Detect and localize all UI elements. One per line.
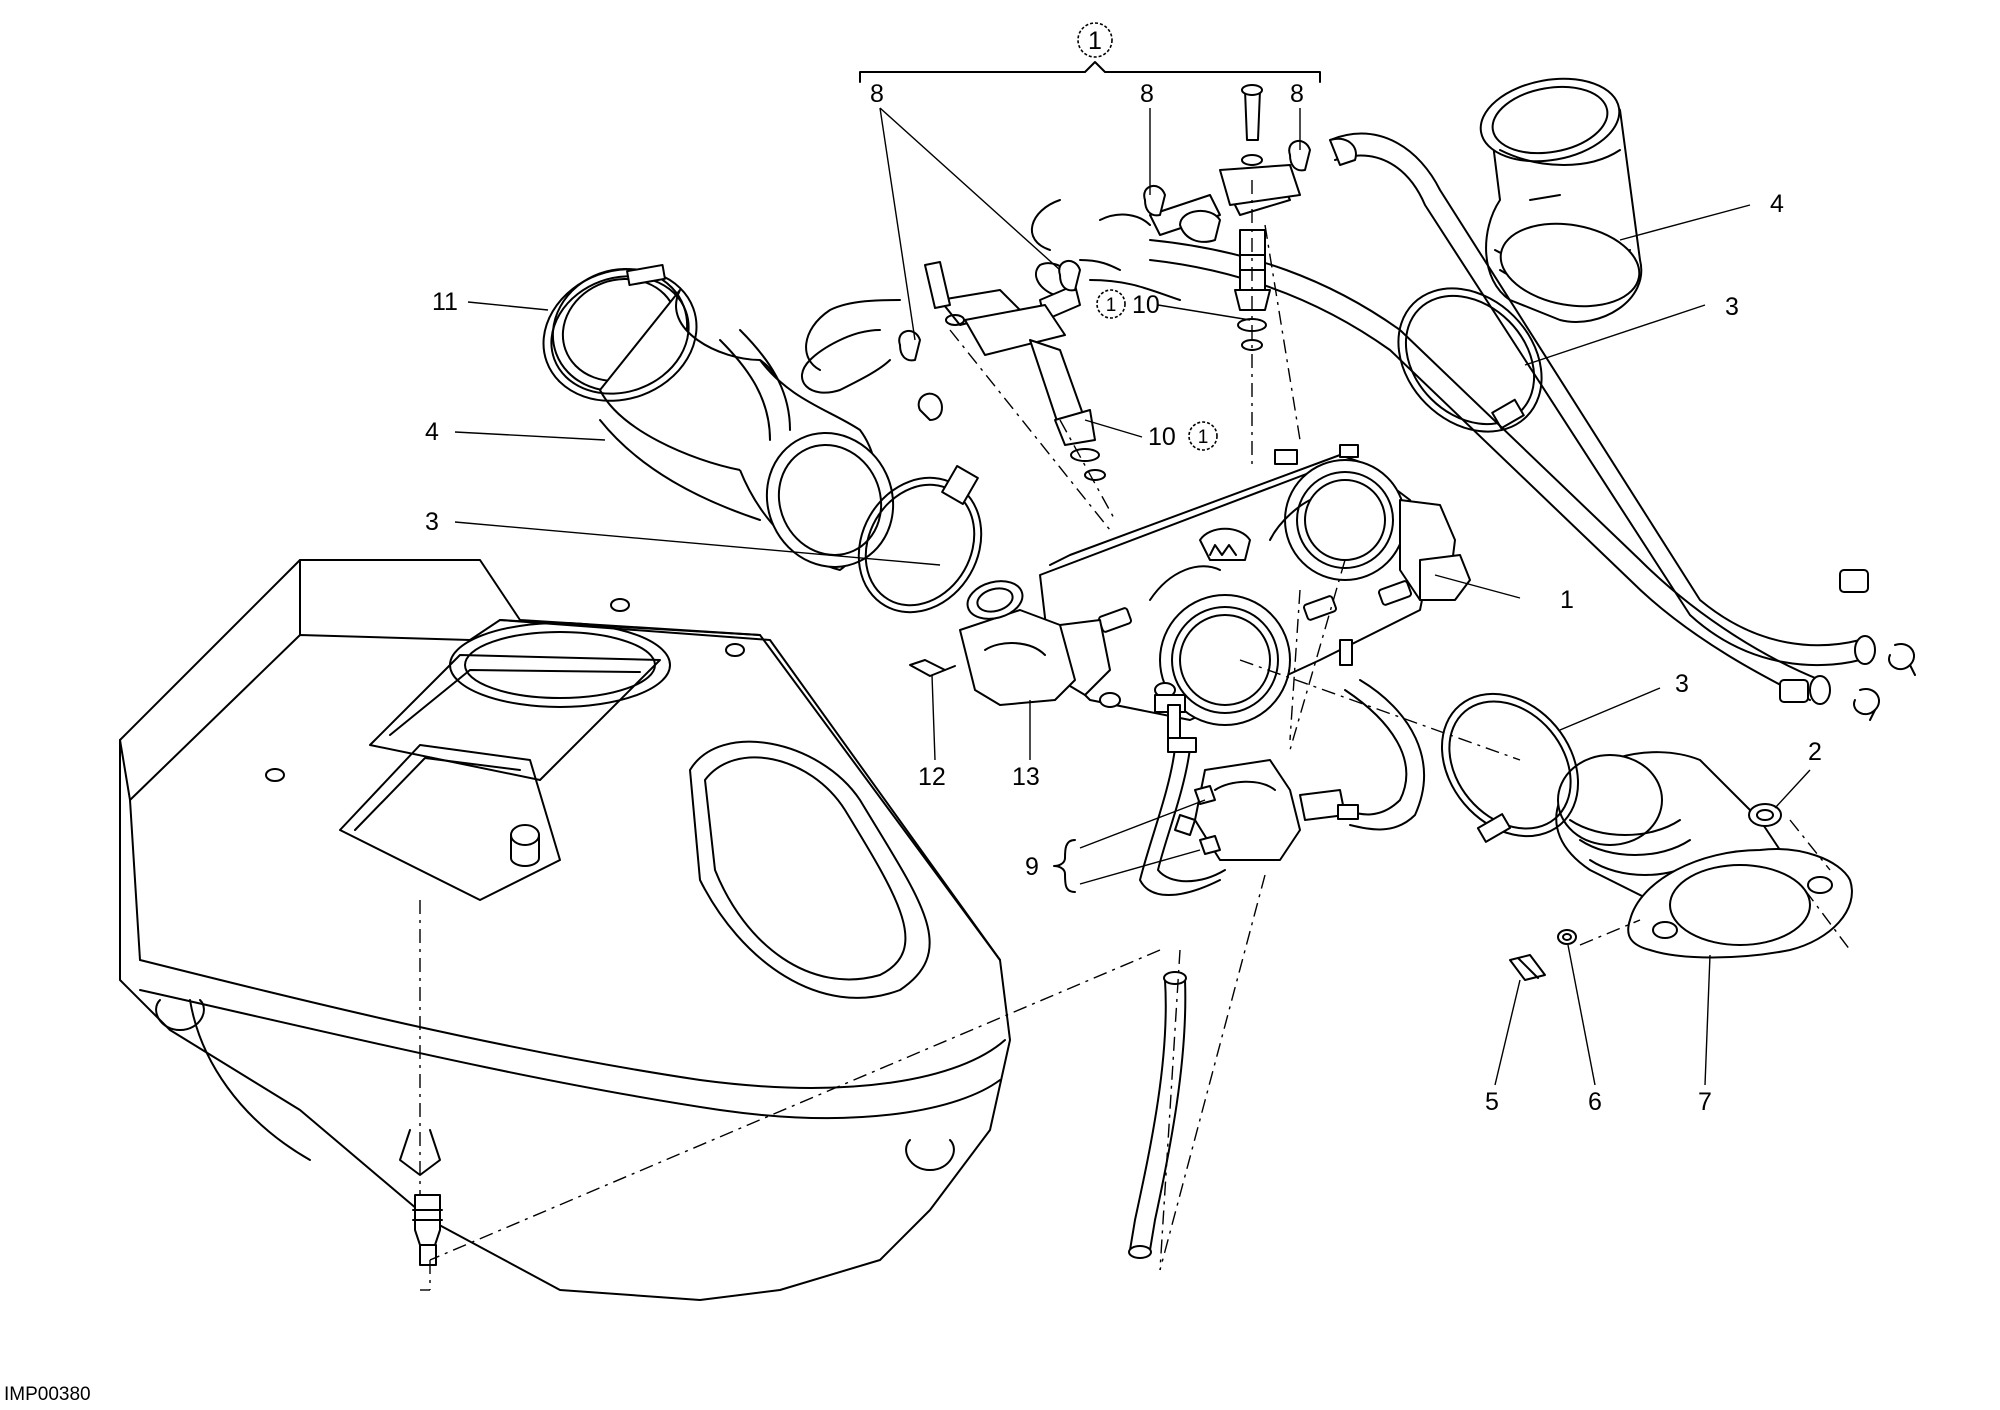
airbox [119,559,1011,1301]
callout-8-middle: 8 [1140,80,1154,108]
screw-5 [1509,954,1546,981]
callout-13: 13 [1012,763,1040,791]
hose-clamp-11 [542,263,698,402]
kit-bracket [859,61,1321,83]
callout-12: 12 [918,763,946,791]
callout-3-lower: 3 [1675,670,1689,698]
hose-clamp-3-upper-right [1397,287,1543,433]
kit-marker-small-lower: 1 [1188,421,1218,451]
callout-labels: 1 2 3 3 3 4 4 5 6 7 8 8 8 9 10 10 11 12 … [425,80,1822,1116]
manifold-flange-7 [1627,848,1853,959]
callout-7: 7 [1698,1088,1712,1116]
fuel-injector-upper [1179,84,1301,351]
kit-marker-small-upper: 1 [1096,289,1126,319]
callout-4-left: 4 [425,418,439,446]
callout-1: 1 [1560,586,1574,614]
callout-4-upper: 4 [1770,190,1784,218]
screw-12 [909,659,956,677]
callout-3-upper: 3 [1725,293,1739,321]
callout-3-left: 3 [425,508,439,536]
callout-6: 6 [1588,1088,1602,1116]
leader-lines [454,107,1811,1086]
grommet-2 [1748,803,1782,827]
kit-marker: 1 [1077,22,1113,58]
hose-clamp-3-lower [1440,692,1580,843]
assembly-lines [419,180,1851,1291]
airbox-drain-fitting [412,1194,443,1266]
callout-11: 11 [432,288,458,316]
intake-duct-left [551,268,895,571]
diagram-code: IMP00380 [4,1384,91,1405]
kit-marker-label: 1 [1088,27,1102,55]
throttle-body [1039,444,1471,741]
hose-clamp-3-left [857,465,983,614]
brace-9 [1053,839,1076,893]
vent-hoses [1149,132,1916,721]
callout-5: 5 [1485,1088,1499,1116]
callout-10-upper: 10 [1132,291,1160,319]
callout-2: 2 [1808,738,1822,766]
washer-6 [1557,929,1577,945]
throttle-position-sensor-9 [1174,759,1346,861]
callout-9: 9 [1025,853,1039,881]
intake-duct-right [1479,77,1643,323]
vacuum-hoses [1139,679,1425,896]
callout-10-lower: 10 [1148,423,1176,451]
breather-hose [1128,971,1187,1259]
callout-8-right: 8 [1290,80,1304,108]
svg-text:1: 1 [1198,427,1209,448]
fuel-injector-lower [924,261,1106,481]
callout-8-left: 8 [870,80,884,108]
svg-text:1: 1 [1106,295,1117,316]
idle-actuator-13 [959,580,1076,706]
